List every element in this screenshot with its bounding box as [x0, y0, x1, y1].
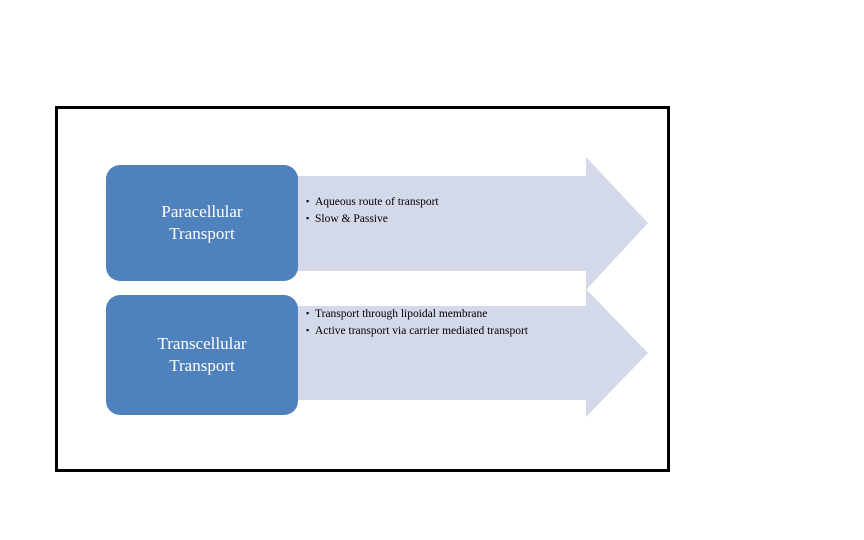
- category-box-paracellular: Paracellular Transport: [106, 165, 298, 281]
- slide-frame: ▪ Aqueous route of transport ▪ Slow & Pa…: [55, 106, 670, 472]
- category-box-label-line1: Paracellular: [161, 202, 243, 222]
- category-box-transcellular: Transcellular Transport: [106, 295, 298, 415]
- arrow-shape-2: [296, 289, 648, 417]
- process-arrow-1: [296, 157, 648, 290]
- category-box-label-line2: Transport: [169, 224, 235, 243]
- category-box-label-line2: Transport: [169, 356, 235, 375]
- bullet-square-icon: ▪: [306, 196, 310, 206]
- bullet-label: Transport through lipoidal membrane: [315, 308, 488, 320]
- process-arrow-2: [296, 289, 648, 417]
- list-item: ▪ Transport through lipoidal membrane: [306, 307, 556, 323]
- list-item: ▪ Slow & Passive: [306, 212, 556, 228]
- category-box-label: Transcellular Transport: [157, 333, 246, 377]
- bullet-label: Aqueous route of transport: [315, 196, 439, 208]
- bullet-square-icon: ▪: [306, 212, 310, 223]
- process-arrow-1-bullets: ▪ Aqueous route of transport ▪ Slow & Pa…: [306, 195, 556, 228]
- category-box-label: Paracellular Transport: [161, 201, 242, 245]
- list-item: ▪ Active transport via carrier mediated …: [306, 324, 556, 340]
- bullet-square-icon: ▪: [306, 324, 310, 335]
- category-box-label-line1: Transcellular: [157, 334, 247, 354]
- bullet-label: Slow & Passive: [315, 212, 388, 225]
- bullet-square-icon: ▪: [306, 308, 310, 318]
- process-arrow-2-bullets: ▪ Transport through lipoidal membrane ▪ …: [306, 307, 556, 340]
- list-item: ▪ Aqueous route of transport: [306, 195, 556, 211]
- arrow-shape-1: [296, 157, 648, 290]
- bullet-label: Active transport via carrier mediated tr…: [315, 324, 528, 337]
